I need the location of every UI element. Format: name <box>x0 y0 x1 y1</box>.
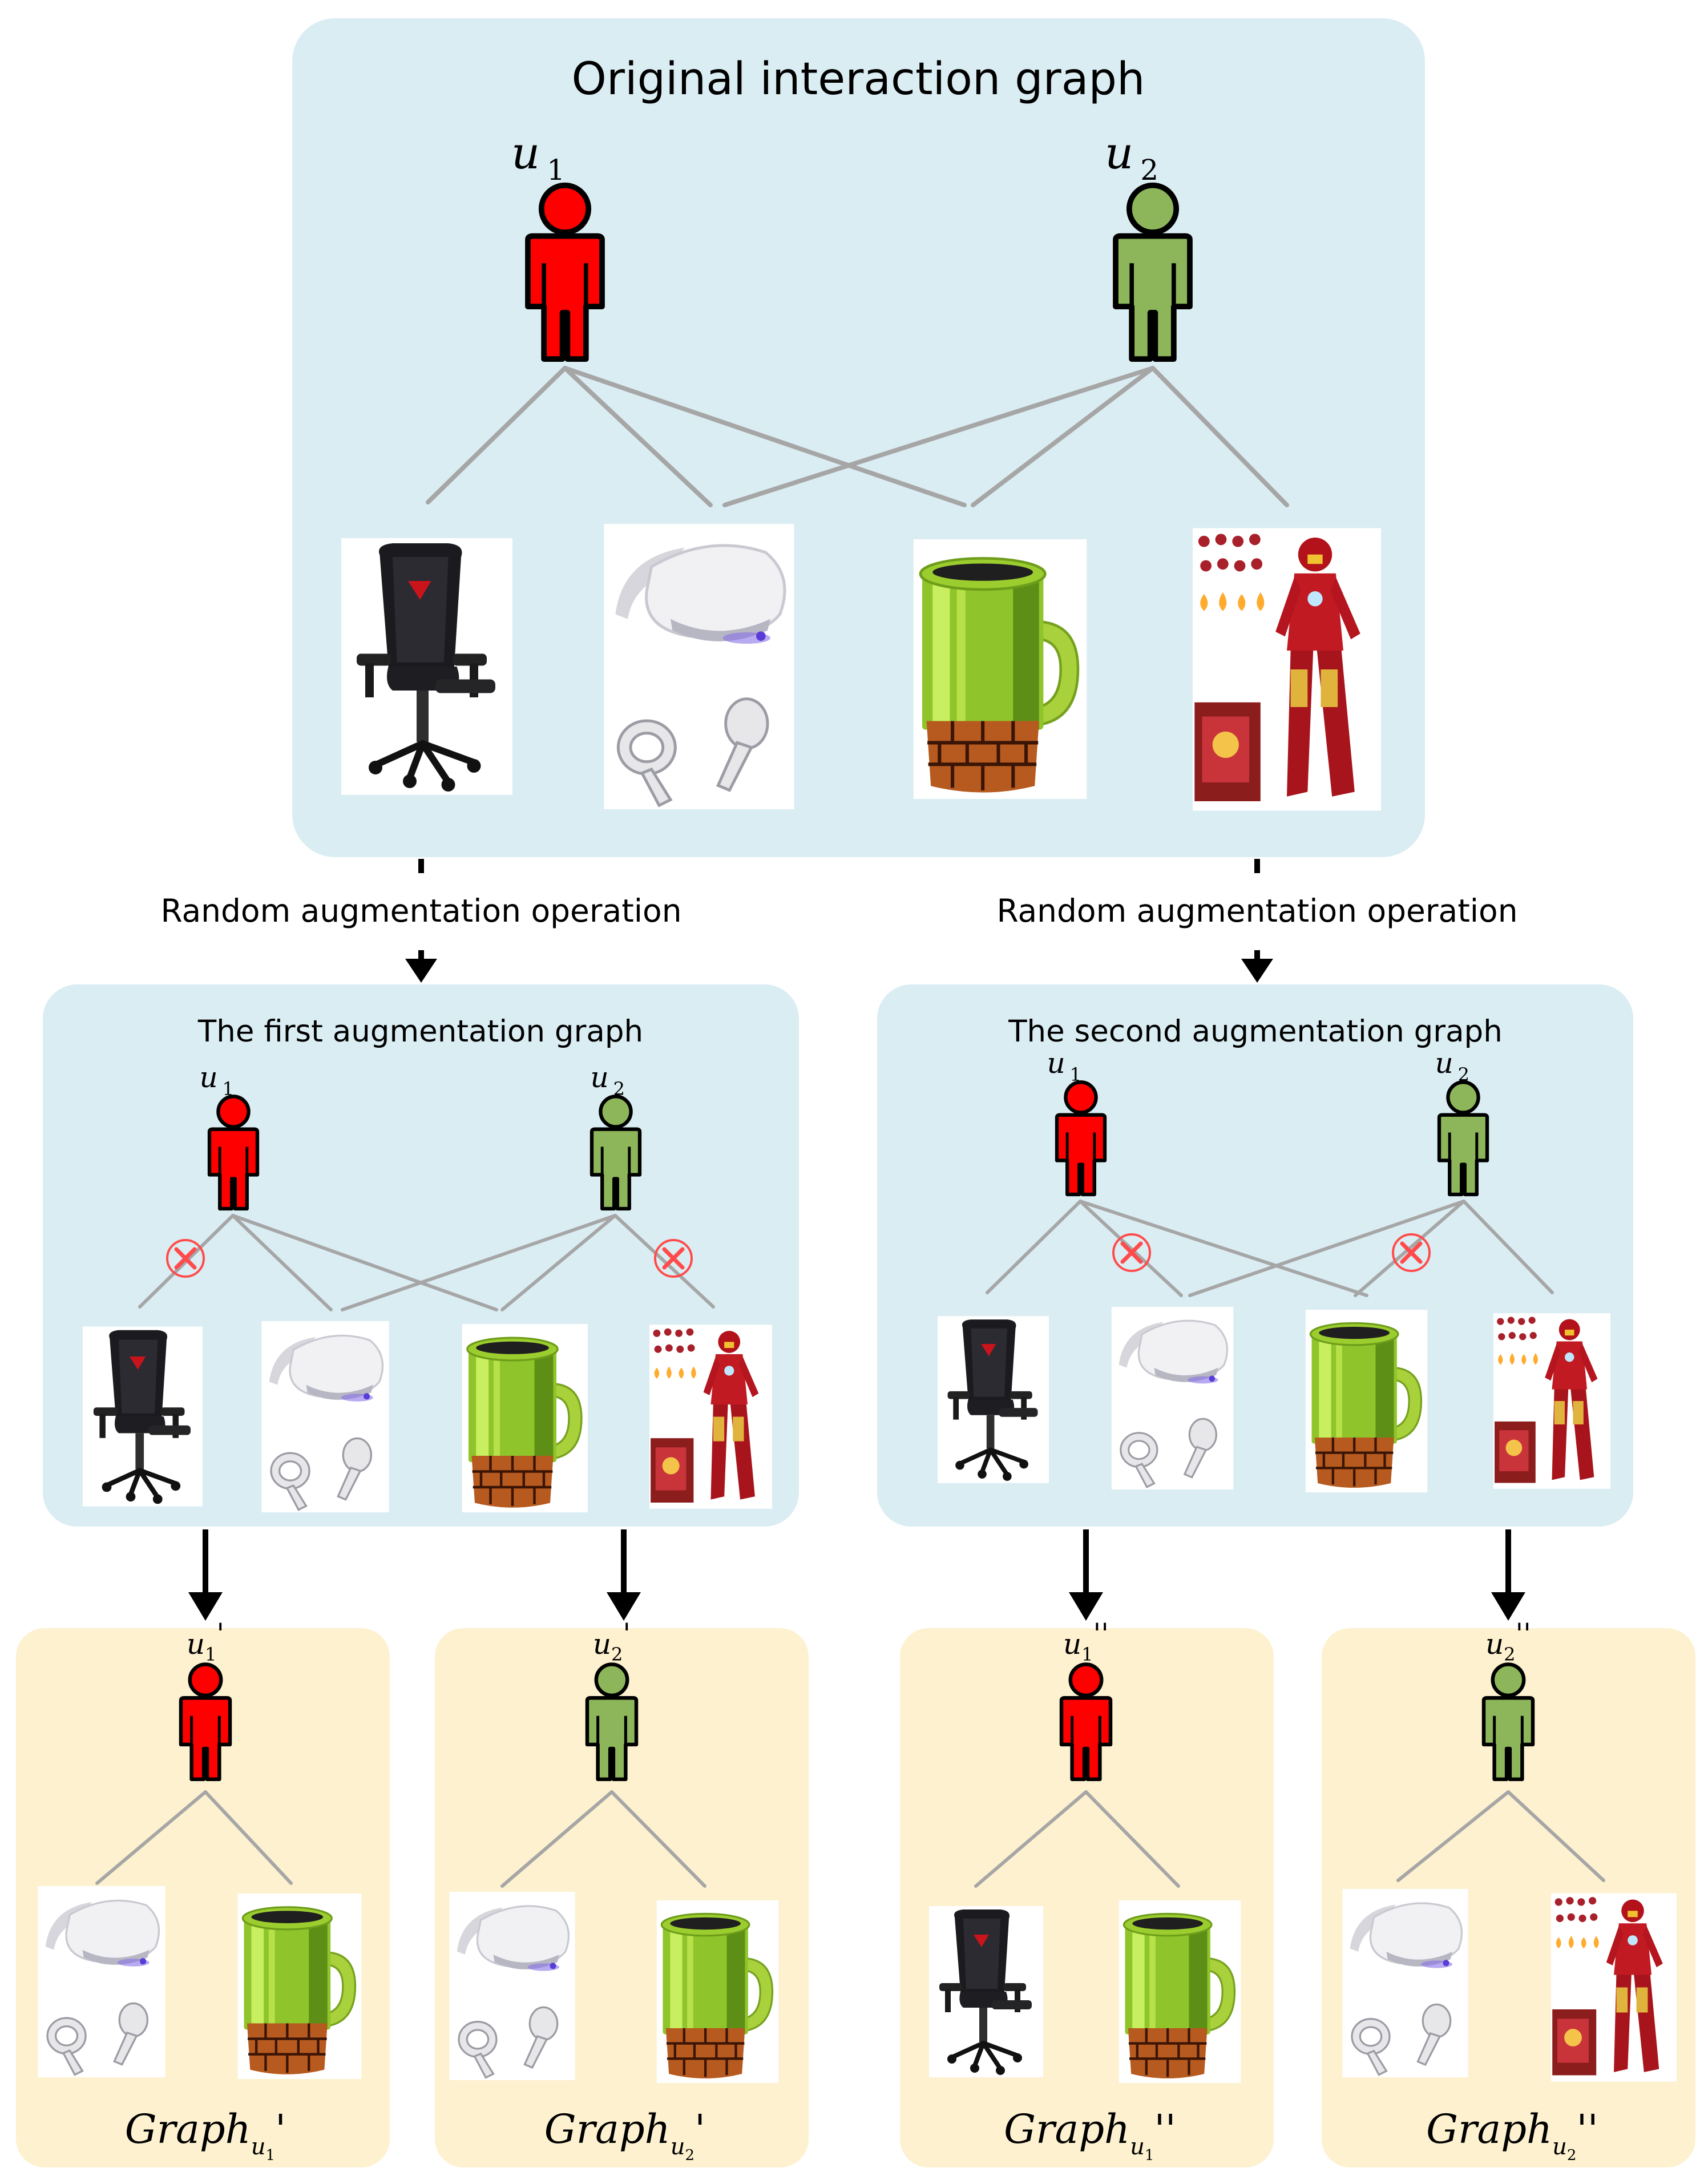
subgraph-user-label: u2'' <box>1485 1617 1531 1665</box>
vr-headset-image <box>37 1886 167 2077</box>
edge <box>563 366 967 507</box>
edge <box>231 1214 333 1311</box>
pipe-mug-image <box>1306 1310 1427 1492</box>
ironman-figure-image <box>1551 1893 1677 2082</box>
pipe-mug-image <box>462 1324 588 1512</box>
edge <box>1084 1790 1180 1888</box>
subgraph-caption: Graphu1' <box>125 2106 286 2164</box>
subgraph-user-label: u2' <box>593 1617 631 1665</box>
subgraph-panel-u2-double-prime: u2'' Graphu2'' <box>1322 1617 1695 2167</box>
aug1-edges <box>138 1214 715 1311</box>
gaming-chair-image <box>929 1906 1043 2077</box>
edge <box>1507 1790 1605 1882</box>
original-graph-title: Original interaction graph <box>572 54 1145 105</box>
edge <box>231 1214 498 1311</box>
pipe-mug-image <box>657 1900 778 2083</box>
subgraph-arrows <box>188 1529 1525 1621</box>
edge <box>204 1790 293 1885</box>
edge <box>1396 1790 1510 1882</box>
ironman-figure-image <box>1493 1313 1610 1489</box>
original-edges <box>426 366 1289 507</box>
edge <box>341 1214 617 1311</box>
subgraph-caption: Graphu2'' <box>1426 2106 1598 2164</box>
operation-arrows: Random augmentation operation Random aug… <box>160 859 1518 983</box>
ironman-figure-image <box>1193 528 1381 811</box>
edge <box>426 366 567 504</box>
edge <box>1079 1200 1183 1297</box>
operation-label-left: Random augmentation operation <box>160 893 681 929</box>
edge <box>986 1200 1082 1294</box>
aug2-title: The second augmentation graph <box>1008 1014 1503 1049</box>
vr-headset-image <box>604 524 794 809</box>
edge <box>95 1790 207 1885</box>
aug1-title: The first augmentation graph <box>197 1014 643 1049</box>
edge <box>500 1790 613 1888</box>
subgraph-panel-u1-prime: u1' Graphu1' <box>16 1617 390 2167</box>
vr-headset-image <box>1111 1307 1234 1489</box>
edge <box>974 1790 1088 1888</box>
subgraph-user-label: u1' <box>187 1617 224 1665</box>
pipe-mug-image <box>914 539 1087 799</box>
subgraph-caption: Graphu2' <box>544 2106 706 2164</box>
vr-headset-image <box>1341 1889 1469 2077</box>
subgraph-panel-u1-double-prime: u1'' Graphu1'' <box>900 1617 1274 2167</box>
edge <box>1079 1200 1368 1297</box>
pipe-mug-image <box>1119 1900 1241 2083</box>
vr-headset-image <box>260 1321 390 1512</box>
subgraph-user-label: u1'' <box>1063 1617 1109 1665</box>
edge <box>613 1214 715 1309</box>
edge <box>1462 1200 1554 1294</box>
gaming-chair-image <box>83 1327 203 1507</box>
edge <box>563 366 713 507</box>
pipe-mug-image <box>238 1894 362 2079</box>
edge <box>1150 366 1289 507</box>
edge <box>971 366 1155 507</box>
vr-headset-image <box>448 1892 576 2080</box>
operation-label-right: Random augmentation operation <box>996 893 1517 929</box>
edge <box>610 1790 706 1888</box>
gaming-chair-image <box>341 538 512 795</box>
edge <box>500 1214 617 1311</box>
gaming-chair-image <box>938 1316 1049 1483</box>
ironman-figure-image <box>649 1325 772 1509</box>
subgraph-caption: Graphu1'' <box>1004 2106 1176 2164</box>
edge <box>1188 1200 1465 1297</box>
edge <box>722 366 1155 507</box>
subgraph-panel-u2-prime: u2' Graphu2' <box>435 1617 809 2167</box>
